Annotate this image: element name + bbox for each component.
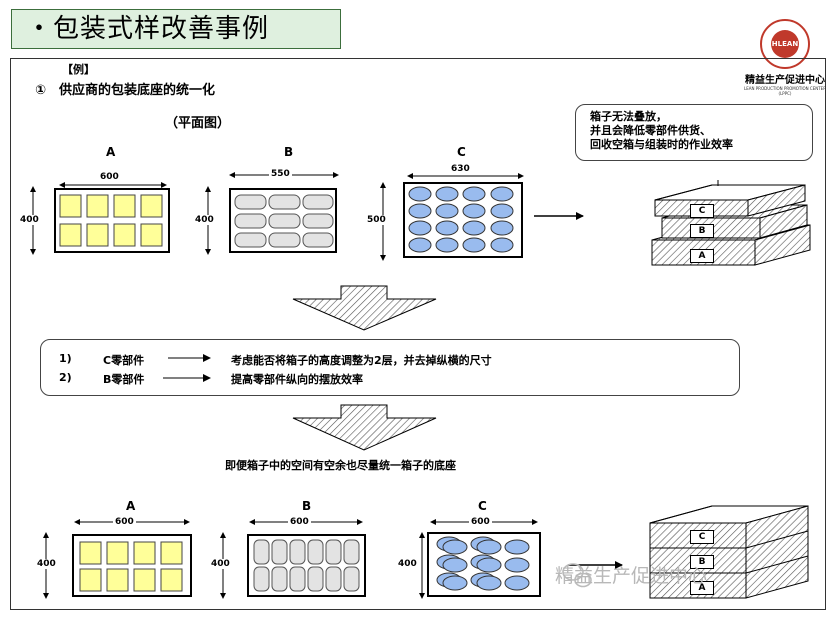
- wechat-icon: [562, 563, 592, 588]
- measure-2-action: 提高零部件纵向的摆放效率: [231, 373, 363, 386]
- summary-text: 即便箱子中的空间有空余也尽量统一箱子的底座: [225, 459, 456, 472]
- box-c-after-label: C: [478, 499, 487, 513]
- measure-2-part: B零部件: [103, 373, 145, 386]
- box-c-height: 500: [367, 215, 386, 225]
- logo-mark: HLEAN: [771, 30, 799, 58]
- parts-b: [253, 539, 360, 592]
- logo: HLEAN 精益生产促进中心 LEAN PRODUCTION PROMOTION…: [743, 19, 827, 99]
- box-a-before: [30, 182, 170, 255]
- stack-label-b: B: [690, 224, 714, 238]
- callout-line-3: 回收空箱与组装时的作业效率: [590, 138, 733, 151]
- box-a-after: [43, 519, 192, 599]
- callout-line-2: 并且会降低零部件供货、: [590, 124, 711, 137]
- box-b-after-label: B: [302, 499, 312, 513]
- parts-c: [408, 186, 514, 253]
- box-b-after-height: 400: [211, 559, 230, 569]
- callout-line-1: 箱子无法叠放，: [590, 110, 667, 123]
- down-arrow-icon: [292, 285, 437, 331]
- stack-after-label-a: A: [690, 581, 714, 595]
- box-c-after: [419, 519, 541, 599]
- logo-emblem: HLEAN: [760, 19, 810, 69]
- improvement-measures: 1) C零部件 考虑能否将箱子的高度调整为2层，并去掉纵横的尺寸 2) B零部件…: [40, 339, 740, 396]
- stacked-boxes-before: [651, 180, 811, 266]
- box-b-label: B: [284, 145, 294, 159]
- stack-label-a: A: [690, 249, 714, 263]
- measure-2-number: 2): [59, 371, 72, 384]
- page-title: ・包装式样改善事例: [11, 9, 341, 49]
- box-b-width: 550: [269, 169, 292, 179]
- logo-name: 精益生产促进中心: [745, 75, 825, 86]
- watermark: 精益生产促进中心: [555, 565, 708, 587]
- example-title: ① 供应商的包装底座的统一化: [35, 83, 216, 98]
- box-a-after-label: A: [126, 499, 136, 513]
- box-a-width: 600: [98, 172, 121, 182]
- content-frame: [10, 58, 826, 610]
- stack-after-label-b: B: [690, 555, 714, 569]
- box-c-after-height: 400: [398, 559, 417, 569]
- box-b-after-width: 600: [288, 517, 311, 527]
- box-a-after-width: 600: [113, 517, 136, 527]
- box-a-after-height: 400: [37, 559, 56, 569]
- down-arrow-icon: [292, 404, 437, 451]
- measure-1-number: 1): [59, 352, 72, 365]
- stack-label-c: C: [690, 204, 714, 218]
- stack-after-label-c: C: [690, 530, 714, 544]
- box-b-after: [220, 519, 366, 599]
- box-c-label: C: [457, 145, 466, 159]
- box-c-after-width: 600: [469, 517, 492, 527]
- box-b-height: 400: [195, 215, 214, 225]
- box-c-width: 630: [449, 164, 472, 174]
- problem-callout: 箱子无法叠放， 并且会降低零部件供货、 回收空箱与组装时的作业效率: [575, 104, 813, 161]
- logo-english: LEAN PRODUCTION PROMOTION CENTER (LPPC): [744, 86, 826, 96]
- parts-b: [234, 194, 334, 248]
- example-label: 【例】: [62, 63, 95, 76]
- parts-a: [59, 194, 163, 247]
- box-a-label: A: [106, 145, 116, 159]
- parts-c: [436, 536, 530, 591]
- parts-a: [79, 541, 183, 592]
- box-a-height: 400: [20, 215, 39, 225]
- box-b-before: [205, 172, 339, 255]
- measure-1-action: 考虑能否将箱子的高度调整为2层，并去掉纵横的尺寸: [231, 354, 492, 367]
- measure-1-part: C零部件: [103, 354, 145, 367]
- plan-label: （平面图）: [165, 116, 231, 131]
- box-c-before: [380, 173, 524, 261]
